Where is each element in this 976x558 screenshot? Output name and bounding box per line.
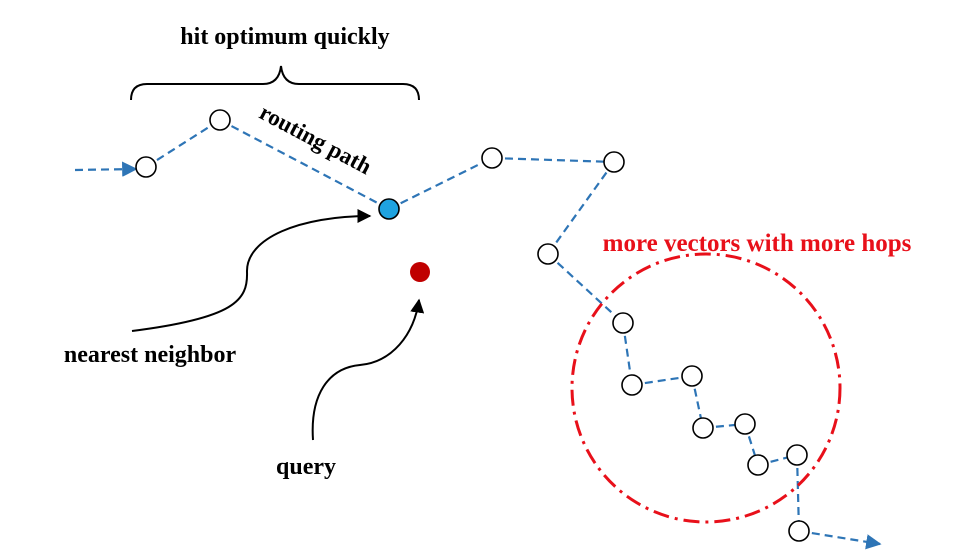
cluster-label: more vectors with more hops (603, 230, 912, 257)
edge-4 (491, 156, 615, 164)
top-brace (130, 65, 420, 101)
query-pointer (311, 298, 425, 441)
query-node (410, 262, 430, 282)
entry-edge (74, 161, 138, 177)
query-label: query (276, 454, 336, 480)
edge-1 (145, 119, 221, 168)
routing-path-edges (74, 119, 882, 550)
graph-node (537, 243, 559, 265)
graph-node (747, 454, 769, 476)
brace-label: hit optimum quickly (180, 24, 389, 50)
edge-6 (547, 253, 624, 324)
graph-node (612, 312, 634, 334)
graph-node (734, 413, 756, 435)
cluster-circle (570, 252, 842, 524)
edge-2 (219, 119, 390, 210)
graph-node (692, 417, 714, 439)
graph-node (481, 147, 503, 169)
graph-node (621, 374, 643, 396)
graph-node (603, 151, 625, 173)
nearest-neighbor-label: nearest neighbor (64, 342, 237, 368)
edge-13 (795, 454, 801, 532)
edge-8 (631, 374, 693, 387)
nearest-neighbor-node (378, 198, 400, 220)
exit-edge (798, 529, 882, 550)
graph-node (135, 156, 157, 178)
nearest-neighbor-pointer (131, 209, 372, 332)
edge-5 (547, 161, 615, 255)
graph-node (681, 365, 703, 387)
graph-node (209, 109, 231, 131)
routing-path-label: routing path (255, 99, 375, 179)
graph-node (788, 520, 810, 542)
graph-nodes (135, 109, 810, 542)
edge-3 (388, 157, 493, 210)
graph-node (786, 444, 808, 466)
